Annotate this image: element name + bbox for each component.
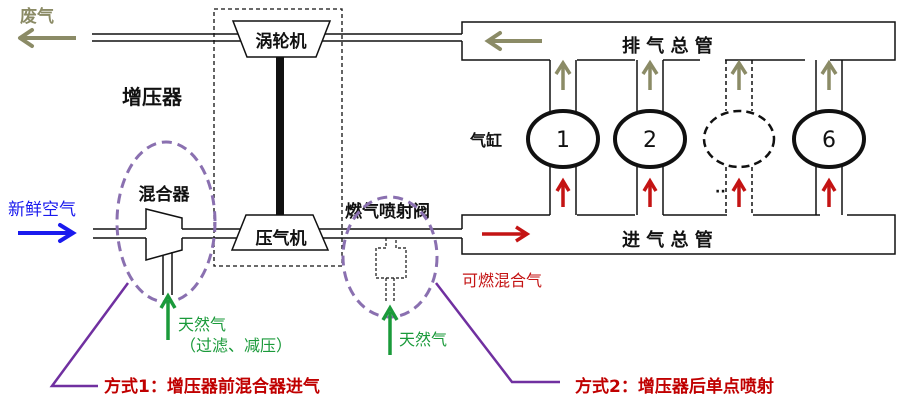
- method-1-callout-line: [49, 282, 130, 388]
- natural-gas-label-1: 天然气: [178, 315, 226, 334]
- mixer-shape: [145, 208, 183, 295]
- natural-gas-arrow-2: [381, 304, 399, 355]
- intake-flow-arrowhead: [731, 177, 747, 192]
- cylinder-number: 6: [822, 128, 836, 153]
- gas-injection-valve-shape: [375, 238, 407, 302]
- method-1-label: 方式1：增压器前混合器进气: [104, 376, 320, 397]
- cylinder-exhaust-port: [725, 60, 753, 111]
- cylinder-number: 1: [556, 128, 570, 153]
- intake-manifold: [461, 214, 896, 255]
- exhaust-out-arrow: [18, 28, 76, 48]
- intake-manifold-arrow: [482, 225, 531, 243]
- turbine-shape: [231, 20, 332, 58]
- intake-manifold-label: 进 气 总 管: [622, 229, 713, 251]
- cylinder-number: 2: [643, 128, 657, 153]
- exhaust-flow-arrowhead: [554, 59, 572, 75]
- cylinder-intake-port: [636, 167, 664, 215]
- compressor-label: 压气机: [256, 228, 307, 249]
- turbo-shaft: [276, 57, 284, 215]
- cylinder-exhaust-port: [636, 60, 664, 111]
- cylinder-exhaust-port: [815, 60, 843, 111]
- exhaust-label: 废气: [20, 6, 54, 27]
- exhaust-flow-arrowhead: [820, 59, 838, 75]
- cylinder-intake-port: [725, 167, 753, 215]
- mixer-label: 混合器: [139, 184, 191, 205]
- exhaust-flow-arrowhead: [730, 59, 748, 75]
- cylinder-label: 气缸: [469, 131, 502, 150]
- cylinder-intake-port: [549, 167, 577, 215]
- method-2-label: 方式2：增压器后单点喷射: [575, 376, 774, 397]
- method-2-callout-line: [435, 282, 560, 384]
- cylinder-ellipsis: ··: [715, 184, 726, 200]
- intake-flow-arrowhead: [821, 177, 837, 192]
- fresh-air-arrow: [18, 223, 77, 243]
- cylinder-3: [702, 109, 776, 169]
- fresh-air-label: 新鲜空气: [8, 200, 76, 220]
- cylinder-4: [792, 109, 866, 169]
- turbine-label: 涡轮机: [256, 31, 307, 52]
- exhaust-flow-arrowhead: [641, 59, 659, 75]
- turbocharger-label: 增压器: [122, 85, 183, 109]
- natural-gas-arrow-1: [159, 292, 177, 340]
- exhaust-manifold: [461, 21, 896, 61]
- cylinders: 1 2 6: [526, 59, 866, 215]
- exhaust-manifold-arrow: [484, 31, 542, 51]
- natural-gas-label-2: 天然气: [399, 330, 447, 349]
- exhaust-manifold-label: 排 气 总 管: [622, 35, 713, 57]
- combustible-mixture-label: 可燃混合气: [462, 271, 542, 290]
- turbocharger-box: [213, 8, 343, 267]
- intake-flow-arrowhead: [555, 177, 571, 192]
- cylinder-2: [613, 109, 687, 169]
- cylinder-1: [526, 109, 600, 169]
- natural-gas-note-1: （过滤、减压）: [180, 336, 292, 355]
- cylinder-exhaust-port: [549, 60, 577, 111]
- intake-flow-arrowhead: [642, 177, 658, 192]
- cylinder-intake-port: [815, 167, 843, 215]
- compressor-shape: [230, 214, 330, 251]
